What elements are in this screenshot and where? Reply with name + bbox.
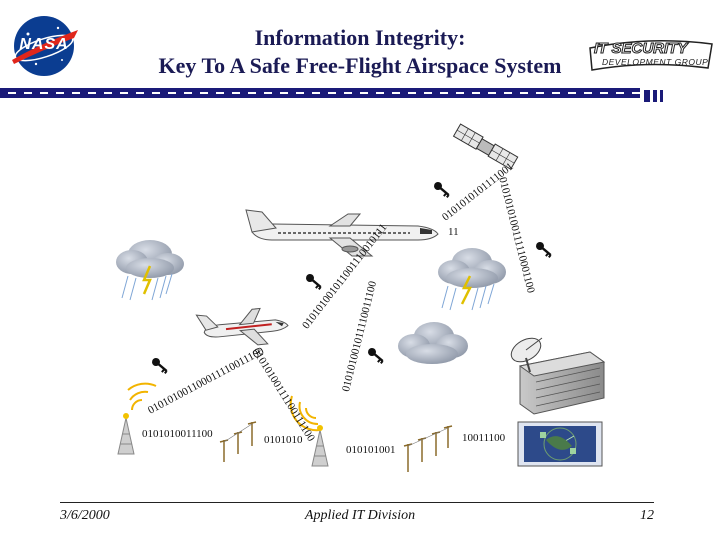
divider-stripe: [456, 92, 464, 94]
divider-stripe: [184, 92, 192, 94]
bar-end-block-2: [653, 90, 657, 102]
divider-stripe: [8, 92, 16, 94]
cloud-icon: [398, 322, 468, 364]
radio-tower-left-icon: [117, 413, 135, 455]
divider-stripe: [24, 92, 32, 94]
divider-stripe: [376, 92, 384, 94]
footer-date: 3/6/2000: [60, 508, 110, 523]
bitstream-ground-center2: 010101001: [346, 444, 396, 456]
divider-stripe: [136, 92, 144, 94]
divider-stripe: [488, 92, 496, 94]
divider-stripe: [280, 92, 288, 94]
divider-stripe: [88, 92, 96, 94]
divider-stripe: [536, 92, 544, 94]
satellite-icon: [452, 123, 519, 170]
radar-screen-icon: [517, 421, 603, 467]
divider-stripe: [40, 92, 48, 94]
divider-stripe: [296, 92, 304, 94]
divider-stripe: [600, 92, 608, 94]
bitstream-ground-left: 0101010011100: [142, 428, 213, 440]
divider-stripe: [568, 92, 576, 94]
divider-stripe: [552, 92, 560, 94]
divider-stripe: [312, 92, 320, 94]
slide-title: Information Integrity: Key To A Safe Fre…: [110, 24, 610, 80]
bar-end-block-1: [644, 90, 650, 102]
footer-center-text: Applied IT Division: [304, 508, 416, 523]
divider-stripe: [472, 92, 480, 94]
divider-stripe: [424, 92, 432, 94]
title-line-2: Key To A Safe Free-Flight Airspace Syste…: [158, 53, 562, 78]
divider-stripe: [584, 92, 592, 94]
divider-stripe: [216, 92, 224, 94]
airliner-icon: [245, 209, 439, 257]
business-jet-icon: [195, 307, 289, 346]
divider-stripe: [120, 92, 128, 94]
footer-page-number: 12: [640, 508, 654, 523]
divider-stripe: [328, 92, 336, 94]
divider-stripe: [248, 92, 256, 94]
divider-stripe: [200, 92, 208, 94]
divider-stripe: [72, 92, 80, 94]
divider-stripe: [360, 92, 368, 94]
it-security-logo: IT SECURITY DEVELOPMENT GROUP: [588, 38, 714, 74]
divider-stripe: [168, 92, 176, 94]
divider-stripe: [104, 92, 112, 94]
radio-tower-center-icon: [311, 425, 329, 467]
divider-stripe: [616, 92, 624, 94]
radio-wave-left-icon: [127, 382, 157, 411]
bitstream-airliner-sat: 11: [448, 226, 459, 238]
footer-divider: [60, 502, 654, 503]
divider-stripe: [408, 92, 416, 94]
divider-stripe: [632, 92, 640, 94]
divider-stripe: [56, 92, 64, 94]
it-security-text: IT SECURITY: [593, 40, 688, 58]
storm-cloud-left-icon: [116, 240, 184, 301]
divider-stripe: [232, 92, 240, 94]
development-group-text: DEVELOPMENT GROUP: [602, 57, 709, 67]
divider-stripe: [152, 92, 160, 94]
title-line-1: Information Integrity:: [254, 25, 466, 50]
radio-wave-center-icon: [289, 395, 321, 432]
divider-stripe: [440, 92, 448, 94]
divider-stripe: [520, 92, 528, 94]
divider-stripe: [344, 92, 352, 94]
divider-stripe: [504, 92, 512, 94]
power-lines-left-icon: [219, 421, 257, 462]
bitstream-ground-center: 0101010: [264, 434, 303, 446]
title-divider-bar: [0, 88, 640, 98]
power-lines-right-icon: [403, 425, 453, 472]
bar-end-block-3: [660, 90, 663, 102]
storm-cloud-right-icon: [438, 248, 506, 311]
bitstream-ground-right: 10011100: [462, 432, 506, 444]
ground-station-icon: [510, 337, 606, 415]
nasa-logo-text: NASA: [19, 36, 69, 53]
divider-stripe: [392, 92, 400, 94]
divider-stripe: [264, 92, 272, 94]
